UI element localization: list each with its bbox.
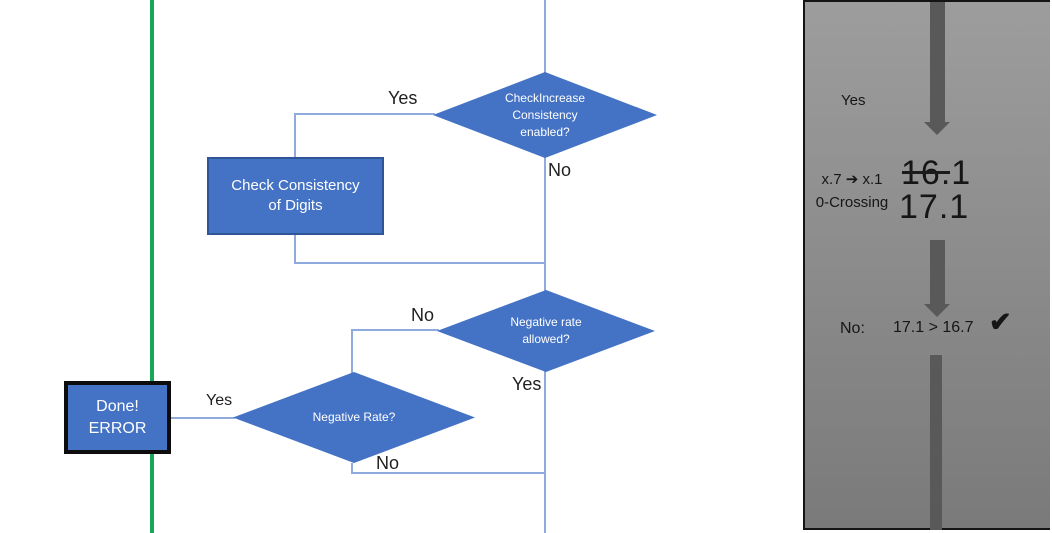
- edge-label-no-bottom: No: [376, 453, 400, 473]
- new-value: 17.1: [899, 188, 970, 226]
- panel-yes-label: Yes: [841, 92, 866, 109]
- connector-neg-rate-no-down: [351, 463, 353, 474]
- down-arrow-head-icon: [924, 304, 950, 317]
- decision-text-line: CheckIncrease: [504, 90, 586, 105]
- decision-text-line: enabled?: [520, 124, 570, 139]
- connector-rejoin-main: [294, 262, 546, 264]
- process-text-line: Check Consistency: [231, 177, 360, 194]
- edge-label-yes-done: Yes: [206, 392, 233, 409]
- edge-label-yes-top: Yes: [388, 88, 418, 108]
- result-prefix: No:: [840, 320, 865, 337]
- down-arrow-icon: [930, 2, 945, 122]
- old-value-text: 16.1: [901, 154, 972, 192]
- old-value-strikethrough: 16.1: [901, 156, 971, 190]
- process-text-line: of Digits: [268, 197, 323, 214]
- decision-text-line: Consistency: [512, 107, 578, 122]
- down-arrow-shaft-icon: [930, 355, 942, 530]
- terminal-done-error: Done! ERROR: [64, 381, 171, 454]
- connector-into-process: [294, 113, 296, 159]
- process-check-consistency-of-digits: Check Consistency of Digits: [207, 157, 384, 235]
- terminal-text-line: Done!: [96, 397, 139, 415]
- connector-into-neg-rate: [351, 329, 353, 374]
- decision-check-increase-consistency: CheckIncrease Consistency enabled?: [433, 72, 657, 158]
- down-arrow-icon: [930, 240, 945, 304]
- green-divider-line: [150, 0, 154, 533]
- connector-yes-branch-top: [294, 113, 435, 115]
- checkmark-icon: ✔: [989, 307, 1012, 337]
- connector-no-branch-mid: [351, 329, 439, 331]
- connector-out-of-process: [294, 235, 296, 264]
- connector-neg-rate-no-rejoin: [351, 472, 546, 474]
- annotation-line-1: x.7 ➔ x.1: [821, 171, 883, 188]
- edge-label-no-mid: No: [411, 305, 435, 325]
- down-arrow-head-icon: [924, 122, 950, 135]
- side-panel: Yes x.7 ➔ x.1 0-Crossing 16.1 17.1 No: 1…: [803, 0, 1050, 530]
- decision-negative-rate: Negative Rate?: [233, 372, 475, 463]
- decision-text-line: Negative Rate?: [312, 410, 396, 424]
- result-comparison: 17.1 > 16.7: [893, 319, 974, 336]
- connector-into-done: [171, 417, 235, 419]
- annotation-line-2: 0-Crossing: [815, 194, 889, 211]
- annotation-block: x.7 ➔ x.1 0-Crossing: [809, 168, 895, 214]
- decision-negative-rate-allowed: Negative rate allowed?: [437, 290, 655, 372]
- terminal-text-line: ERROR: [88, 419, 147, 437]
- edge-label-no-top: No: [548, 160, 572, 180]
- edge-label-yes-mid: Yes: [512, 374, 542, 394]
- decision-text-line: Negative rate: [510, 315, 582, 329]
- decision-text-line: allowed?: [522, 332, 570, 346]
- connector-main-vertical: [544, 0, 546, 533]
